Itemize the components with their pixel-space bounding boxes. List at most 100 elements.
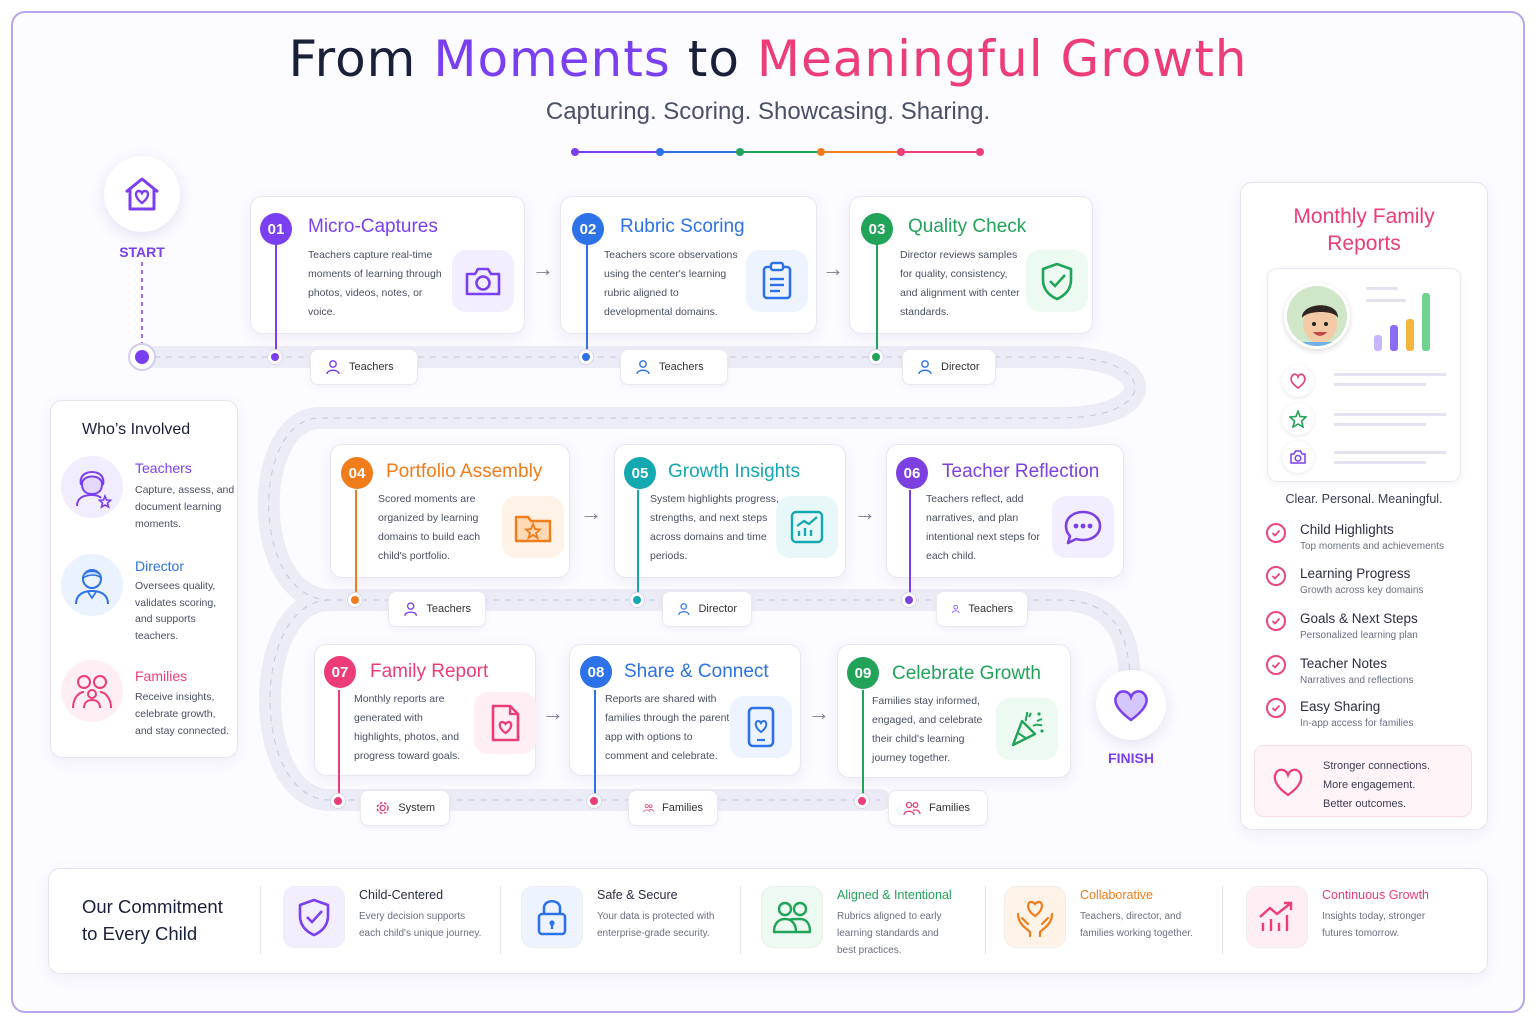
title-word-3: to bbox=[687, 30, 740, 88]
step-title: Celebrate Growth bbox=[892, 663, 1041, 684]
commitment-item-title: Collaborative bbox=[1080, 888, 1153, 902]
people-icon bbox=[643, 804, 654, 813]
outcomes-box: Stronger connections. More engagement. B… bbox=[1254, 745, 1472, 817]
step-number: 01 bbox=[260, 213, 292, 245]
page-subtitle: Capturing. Scoring. Showcasing. Sharing. bbox=[545, 98, 991, 125]
commitment-title: Our Commitment to Every Child bbox=[82, 893, 223, 947]
commitment-item-title: Child-Centered bbox=[359, 888, 444, 902]
outcome-line: More engagement. bbox=[1323, 779, 1416, 791]
title-word-4: Meaningful Growth bbox=[756, 30, 1248, 88]
person-icon bbox=[636, 360, 650, 375]
step-number: 05 bbox=[624, 457, 656, 489]
step-node bbox=[268, 350, 282, 364]
star-icon bbox=[1282, 403, 1314, 435]
chat-bubble-icon bbox=[1052, 496, 1114, 558]
step-number: 08 bbox=[580, 656, 612, 688]
commitment-item-title: Aligned & Intentional bbox=[837, 888, 952, 902]
camera-icon bbox=[452, 250, 514, 312]
report-item-description: Personalized learning plan bbox=[1300, 630, 1418, 641]
commitment-item: Continuous Growth Insights today, strong… bbox=[1246, 886, 1466, 966]
heart-icon bbox=[1282, 365, 1314, 397]
commitment-item-description: Every decision supports each child's uni… bbox=[359, 911, 482, 939]
commitment-item-description: Teachers, director, and families working… bbox=[1080, 911, 1193, 939]
step-description: Scored moments are organized by learning… bbox=[378, 493, 481, 562]
step-number: 02 bbox=[572, 213, 604, 245]
heart-icon bbox=[1273, 768, 1303, 797]
step-number: 03 bbox=[861, 213, 893, 245]
step-title: Micro-Captures bbox=[308, 216, 438, 237]
role-label: Teachers bbox=[659, 361, 704, 373]
arrow-right-icon: → bbox=[808, 700, 830, 725]
role-pill: Teachers bbox=[620, 349, 728, 385]
shield-check-icon bbox=[283, 886, 345, 948]
report-item-title: Child Highlights bbox=[1300, 522, 1394, 537]
bar-chart-icon bbox=[1374, 293, 1430, 351]
gear-icon bbox=[376, 801, 389, 815]
report-item-title: Teacher Notes bbox=[1300, 656, 1388, 671]
hands-heart-icon bbox=[1004, 886, 1066, 948]
step-connector bbox=[862, 690, 864, 794]
house-heart-icon bbox=[125, 177, 159, 211]
report-preview bbox=[1267, 268, 1461, 482]
child-photo-icon bbox=[1284, 283, 1350, 349]
step-number: 06 bbox=[896, 457, 928, 489]
start-node bbox=[128, 343, 156, 371]
step-title: Rubric Scoring bbox=[620, 216, 745, 237]
step-title: Quality Check bbox=[908, 216, 1027, 237]
arrow-right-icon: → bbox=[542, 700, 564, 725]
step-description: Teachers reflect, add narratives, and pl… bbox=[926, 493, 1040, 562]
step-description: Teachers score observations using the ce… bbox=[604, 249, 738, 318]
role-label: System bbox=[398, 802, 435, 814]
family-icon bbox=[61, 660, 123, 722]
role-description: Oversees quality, validates scoring, and… bbox=[135, 580, 217, 642]
phone-heart-icon bbox=[730, 696, 792, 758]
role-name: Director bbox=[135, 558, 185, 574]
role-pill: Teachers bbox=[388, 591, 486, 627]
color-divider bbox=[571, 148, 984, 156]
step-connector bbox=[637, 490, 639, 594]
step-connector bbox=[355, 490, 357, 594]
teacher-star-icon bbox=[61, 456, 123, 518]
role-pill: Families bbox=[888, 790, 988, 826]
step-connector bbox=[594, 690, 596, 794]
check-icon bbox=[1266, 655, 1286, 675]
clipboard-icon bbox=[746, 250, 808, 312]
role-label: Teachers bbox=[349, 361, 394, 373]
person-icon bbox=[326, 360, 340, 375]
step-description: System highlights progress, strengths, a… bbox=[650, 493, 779, 562]
commitment-item-title: Continuous Growth bbox=[1322, 888, 1430, 902]
report-item-description: Narratives and reflections bbox=[1300, 675, 1414, 686]
arrow-right-icon: → bbox=[580, 500, 602, 525]
trend-up-icon bbox=[1246, 886, 1308, 948]
step-node bbox=[902, 593, 916, 607]
step-node bbox=[579, 350, 593, 364]
role-label: Families bbox=[929, 802, 970, 814]
step-description: Reports are shared with families through… bbox=[605, 693, 730, 762]
whos-involved-title: Who’s Involved bbox=[82, 421, 191, 438]
commitment-title-line: to Every Child bbox=[82, 923, 198, 944]
role-pill: Director bbox=[902, 349, 996, 385]
role-description: Receive insights, celebrate growth, and … bbox=[135, 691, 229, 737]
role-description: Capture, assess, and document learning m… bbox=[135, 484, 235, 530]
report-item-title: Learning Progress bbox=[1300, 566, 1411, 581]
outcome-line: Better outcomes. bbox=[1323, 798, 1407, 810]
step-connector bbox=[909, 490, 911, 594]
step-description: Monthly reports are generated with highl… bbox=[354, 693, 461, 762]
people-icon bbox=[761, 886, 823, 948]
step-node bbox=[855, 794, 869, 808]
title-word-2: Moments bbox=[433, 30, 671, 88]
step-node bbox=[331, 794, 345, 808]
step-node bbox=[869, 350, 883, 364]
step-title: Portfolio Assembly bbox=[386, 461, 543, 482]
report-item-description: In-app access for families bbox=[1300, 718, 1414, 729]
lock-icon bbox=[521, 886, 583, 948]
commitment-item-title: Safe & Secure bbox=[597, 888, 678, 902]
person-icon bbox=[918, 360, 932, 375]
step-title: Share & Connect bbox=[624, 661, 769, 682]
person-icon bbox=[678, 603, 690, 616]
step-number: 09 bbox=[847, 657, 879, 689]
step-number: 07 bbox=[324, 656, 356, 688]
director-icon bbox=[61, 554, 123, 616]
step-node bbox=[587, 794, 601, 808]
